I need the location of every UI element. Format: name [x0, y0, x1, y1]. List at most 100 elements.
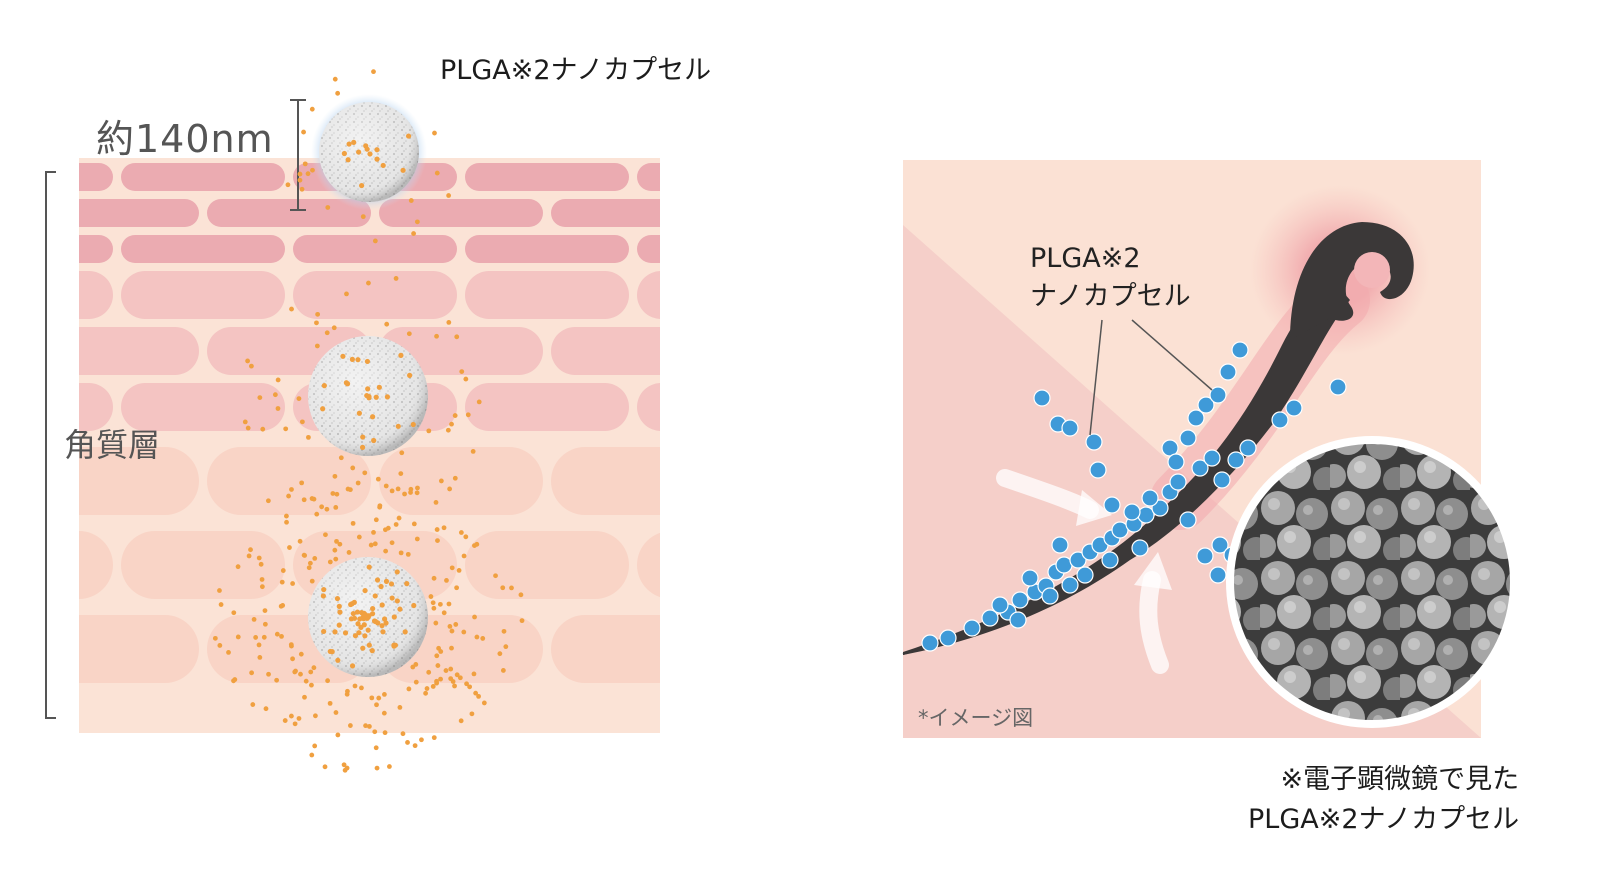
particle	[374, 156, 380, 162]
particle	[383, 620, 389, 626]
blue-capsule	[921, 634, 939, 652]
particle	[371, 437, 377, 444]
particle	[435, 538, 440, 543]
particle	[325, 205, 331, 210]
particle	[374, 702, 379, 708]
particle	[411, 231, 416, 236]
particle	[360, 214, 366, 220]
particle	[309, 752, 315, 758]
particle	[458, 530, 464, 535]
particle	[312, 743, 318, 749]
particle	[458, 718, 464, 724]
particle	[284, 513, 289, 519]
skin-cell	[723, 615, 887, 683]
particle	[500, 585, 506, 591]
blue-capsule	[1051, 536, 1069, 554]
particle	[363, 723, 368, 729]
particle	[362, 587, 368, 594]
particle	[321, 586, 327, 593]
skin-cell	[207, 447, 371, 515]
particle	[365, 386, 371, 392]
particle	[283, 426, 289, 432]
particle	[327, 700, 333, 706]
particle	[274, 631, 280, 637]
particle	[473, 690, 479, 696]
particle	[457, 675, 463, 681]
sem-inset	[1226, 436, 1518, 728]
particle	[438, 676, 443, 682]
particle	[382, 691, 387, 697]
particle	[474, 541, 480, 547]
particle	[212, 635, 218, 641]
skin-cell	[79, 447, 199, 515]
skin-cell	[79, 615, 199, 683]
skin-cell	[79, 199, 199, 227]
particle	[438, 478, 444, 484]
leader-line-right	[1131, 319, 1213, 391]
particle	[314, 511, 320, 517]
particle	[345, 486, 351, 492]
particle	[355, 357, 361, 363]
blue-capsule	[1169, 473, 1187, 491]
particle	[397, 704, 403, 710]
particle	[337, 609, 343, 615]
particle	[430, 600, 436, 606]
particle	[405, 740, 410, 745]
particle	[463, 534, 469, 540]
particle	[314, 320, 319, 326]
particle	[405, 133, 412, 139]
particle	[372, 593, 378, 599]
skin-cell	[379, 447, 543, 515]
particle	[371, 618, 378, 624]
particle	[257, 395, 263, 401]
particle	[382, 616, 388, 622]
particle	[296, 716, 302, 721]
particle	[501, 628, 507, 634]
particle	[306, 565, 312, 571]
particle	[332, 76, 338, 82]
blue-capsule	[1209, 386, 1227, 404]
particle	[411, 602, 417, 609]
particle	[391, 642, 397, 648]
blue-capsule	[1285, 399, 1303, 417]
caption-line1: ※電子顕微鏡で見た	[1280, 764, 1520, 795]
particle	[321, 628, 327, 635]
particle	[343, 380, 350, 386]
particle	[472, 614, 477, 620]
particle	[301, 552, 307, 558]
particle	[430, 684, 436, 689]
particle	[356, 630, 362, 636]
particle	[449, 628, 455, 634]
particle	[367, 724, 372, 729]
particle	[360, 645, 366, 651]
particle	[297, 177, 303, 183]
particle	[346, 141, 352, 147]
particle	[344, 291, 349, 297]
particle	[373, 394, 379, 400]
particle	[305, 171, 311, 177]
particle	[279, 633, 284, 639]
particle	[251, 616, 257, 622]
particle	[376, 384, 382, 390]
particle	[292, 721, 298, 727]
particle	[368, 542, 374, 548]
particle	[226, 649, 231, 655]
skin-cell	[0, 447, 27, 515]
particle	[308, 669, 314, 675]
particle	[246, 553, 252, 559]
blue-capsule	[1219, 363, 1237, 381]
particle	[434, 170, 440, 176]
blue-capsule	[1187, 409, 1205, 427]
particle	[334, 491, 340, 497]
particle	[419, 737, 424, 743]
particle	[320, 593, 326, 599]
particle	[509, 585, 514, 591]
particle	[375, 476, 381, 482]
particle	[443, 668, 449, 673]
particle	[389, 595, 395, 601]
particle	[446, 601, 452, 607]
particle	[453, 622, 459, 627]
skin-cell	[121, 383, 285, 431]
particle	[231, 678, 236, 684]
